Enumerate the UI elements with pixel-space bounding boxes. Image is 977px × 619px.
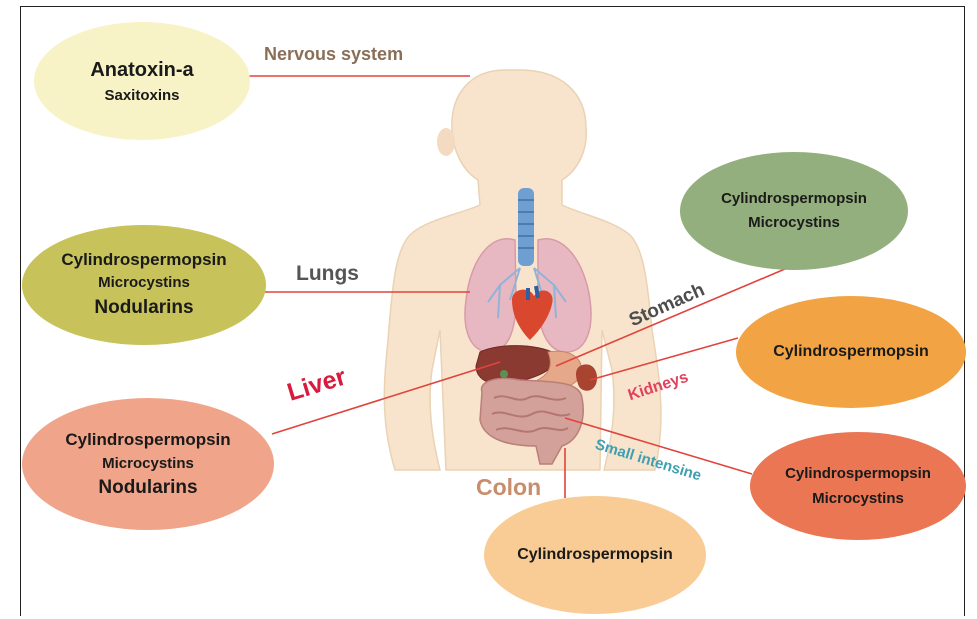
toxin-label: Nodularins — [94, 295, 193, 321]
toxin-label: Microcystins — [748, 211, 840, 235]
toxin-label: Cylindrospermopsin — [61, 249, 226, 272]
toxin-label: Microcystins — [98, 272, 190, 295]
lungs-toxins-bubble: Cylindrospermopsin Microcystins Nodulari… — [22, 225, 266, 345]
toxin-label: Nodularins — [98, 476, 197, 501]
toxin-label: Microcystins — [102, 452, 194, 476]
liver-toxins-bubble: Cylindrospermopsin Microcystins Nodulari… — [22, 398, 274, 530]
toxin-label: Cylindrospermopsin — [785, 461, 931, 487]
organ-label-colon: Colon — [476, 474, 541, 501]
nervous-toxins-bubble: Anatoxin-a Saxitoxins — [34, 22, 250, 140]
toxin-label: Anatoxin-a — [90, 55, 193, 85]
toxin-label: Microcystins — [812, 486, 904, 512]
kidneys-toxins-bubble: Cylindrospermopsin — [736, 296, 966, 408]
toxin-label: Cylindrospermopsin — [721, 187, 867, 211]
toxin-label: Cylindrospermopsin — [773, 340, 929, 364]
organ-label-lungs: Lungs — [296, 262, 359, 286]
stomach-toxins-bubble: Cylindrospermopsin Microcystins — [680, 152, 908, 270]
colon-toxins-bubble: Cylindrospermopsin — [484, 496, 706, 614]
organ-label-nervous: Nervous system — [264, 44, 403, 65]
toxin-label: Saxitoxins — [104, 85, 179, 108]
trachea — [518, 188, 534, 266]
toxin-label: Cylindrospermopsin — [517, 543, 673, 567]
toxin-label: Cylindrospermopsin — [65, 427, 230, 453]
small-intestine-toxins-bubble: Cylindrospermopsin Microcystins — [750, 432, 966, 540]
